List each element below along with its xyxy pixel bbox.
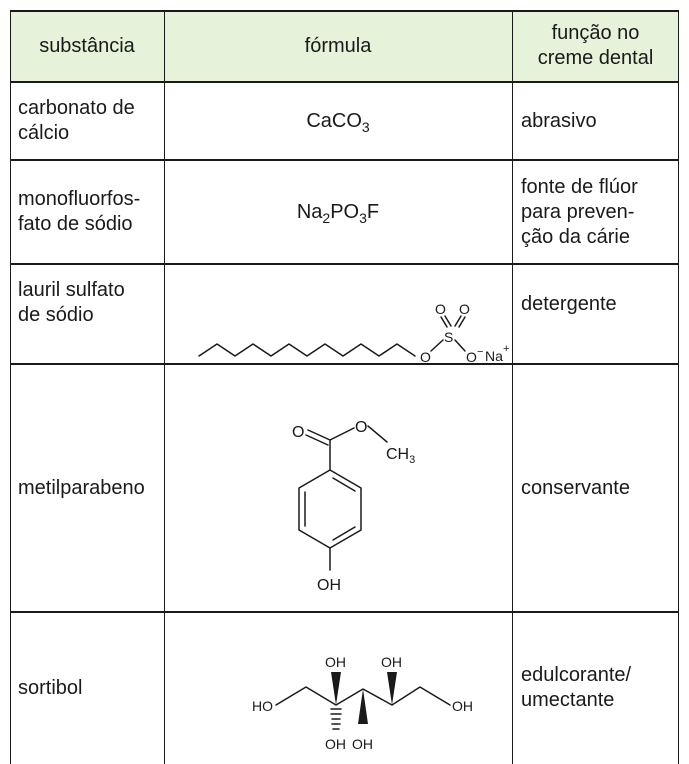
table-row: lauril sulfato de sódio O S O O O − Na +… [10, 264, 679, 364]
plus-charge: + [503, 343, 509, 355]
terminal-hydroxyl-left: HO [252, 698, 273, 714]
substance-name: metilparabeno [18, 476, 145, 499]
formula-cell: CaCO3 [164, 82, 512, 160]
substance-name: carbonato de cálcio [18, 97, 135, 144]
lauryl-sulfate-structure: O S O O O − Na + [198, 301, 509, 364]
formula-na2po3f: Na2PO3F [296, 200, 380, 226]
s-o-double-right-b [458, 316, 466, 328]
o-s-bond [430, 339, 444, 352]
table-row: monofluorfos- fato de sódio Na2PO3F font… [10, 160, 679, 264]
hashed-bond-c2 [330, 708, 342, 730]
column-divider [164, 10, 165, 764]
substance-name: sortibol [18, 676, 83, 699]
formula-cell: O S O O O − Na + [164, 264, 512, 364]
anion-oxygen-label: O [466, 349, 477, 364]
hydroxyl-c5-label: OH [381, 654, 402, 670]
table-top-border [10, 10, 679, 12]
s-o-minus-bond [454, 339, 466, 352]
c-o-ester-bond [329, 427, 355, 441]
function-text: fonte de flúor para preven- ção da cárie [521, 175, 638, 248]
wedge-bond-c3 [331, 672, 341, 705]
table-row: carbonato de cálcio CaCO3 abrasivo [10, 82, 679, 160]
row-divider [10, 263, 679, 265]
s-o-double-left-b [444, 315, 452, 327]
sulfur-label: S [444, 329, 453, 345]
table-row: sortibol HO OH [10, 612, 679, 764]
row-divider [10, 611, 679, 613]
row-divider [10, 159, 679, 161]
wedge-bond-c5 [387, 672, 397, 705]
column-divider [512, 10, 513, 764]
header-substance: substância [39, 34, 135, 57]
carbonyl-double-a [307, 429, 331, 441]
function-text: detergente [521, 293, 617, 315]
substance-name: monofluorfos- fato de sódio [18, 188, 141, 235]
ring-double-1 [332, 477, 356, 492]
carbonyl-double-b [305, 434, 329, 446]
sorbitol-structure: HO OH OH OH OH [252, 654, 473, 752]
formula-cell: Na2PO3F [164, 160, 512, 264]
oxo-oxygen-left-label: O [435, 301, 446, 317]
ring-double-2 [332, 526, 356, 541]
s-o-double-left-a [440, 316, 448, 328]
sodium-label: Na [485, 348, 503, 364]
formula-cell: O O CH3 OH [164, 364, 512, 612]
substances-table: substância fórmula função no creme denta… [10, 10, 679, 764]
benzene-ring [298, 469, 362, 549]
table-right-border [678, 10, 679, 764]
methyl-label: CH3 [386, 446, 415, 466]
table-left-border [10, 10, 11, 764]
wedge-bond-c4 [358, 689, 368, 724]
formula-caco3: CaCO3 [306, 109, 370, 135]
ester-oxygen-label: O [355, 419, 367, 436]
function-text: edulcorante/ umectante [521, 664, 632, 711]
minus-charge: − [477, 346, 483, 358]
o-methyl-bond [367, 425, 388, 443]
carbonyl-oxygen-label: O [292, 424, 304, 441]
function-text: conservante [521, 476, 630, 499]
oxo-oxygen-right-label: O [459, 301, 470, 317]
substance-name: lauril sulfato de sódio [18, 279, 125, 326]
row-divider [10, 363, 679, 365]
header-function: função no creme dental [537, 22, 654, 69]
alkyl-chain [198, 343, 416, 357]
hydroxyl-c3-label: OH [325, 654, 346, 670]
terminal-hydroxyl-right: OH [452, 698, 473, 714]
hydroxyl-c4-label: OH [352, 736, 373, 752]
table-header-row: substância fórmula função no creme denta… [10, 10, 679, 82]
methylparaben-structure: O O CH3 OH [292, 419, 415, 594]
hydroxyl-c2-label: OH [325, 736, 346, 752]
header-formula: fórmula [304, 34, 372, 57]
formula-cell: HO OH OH OH OH [164, 612, 512, 764]
table-row: metilparabeno O O CH3 OH conservante [10, 364, 679, 612]
row-divider [10, 81, 679, 83]
s-o-double-right-a [454, 315, 462, 327]
hydroxyl-label: OH [317, 577, 341, 594]
ester-oxygen-label: O [420, 349, 431, 364]
function-text: abrasivo [521, 109, 597, 132]
